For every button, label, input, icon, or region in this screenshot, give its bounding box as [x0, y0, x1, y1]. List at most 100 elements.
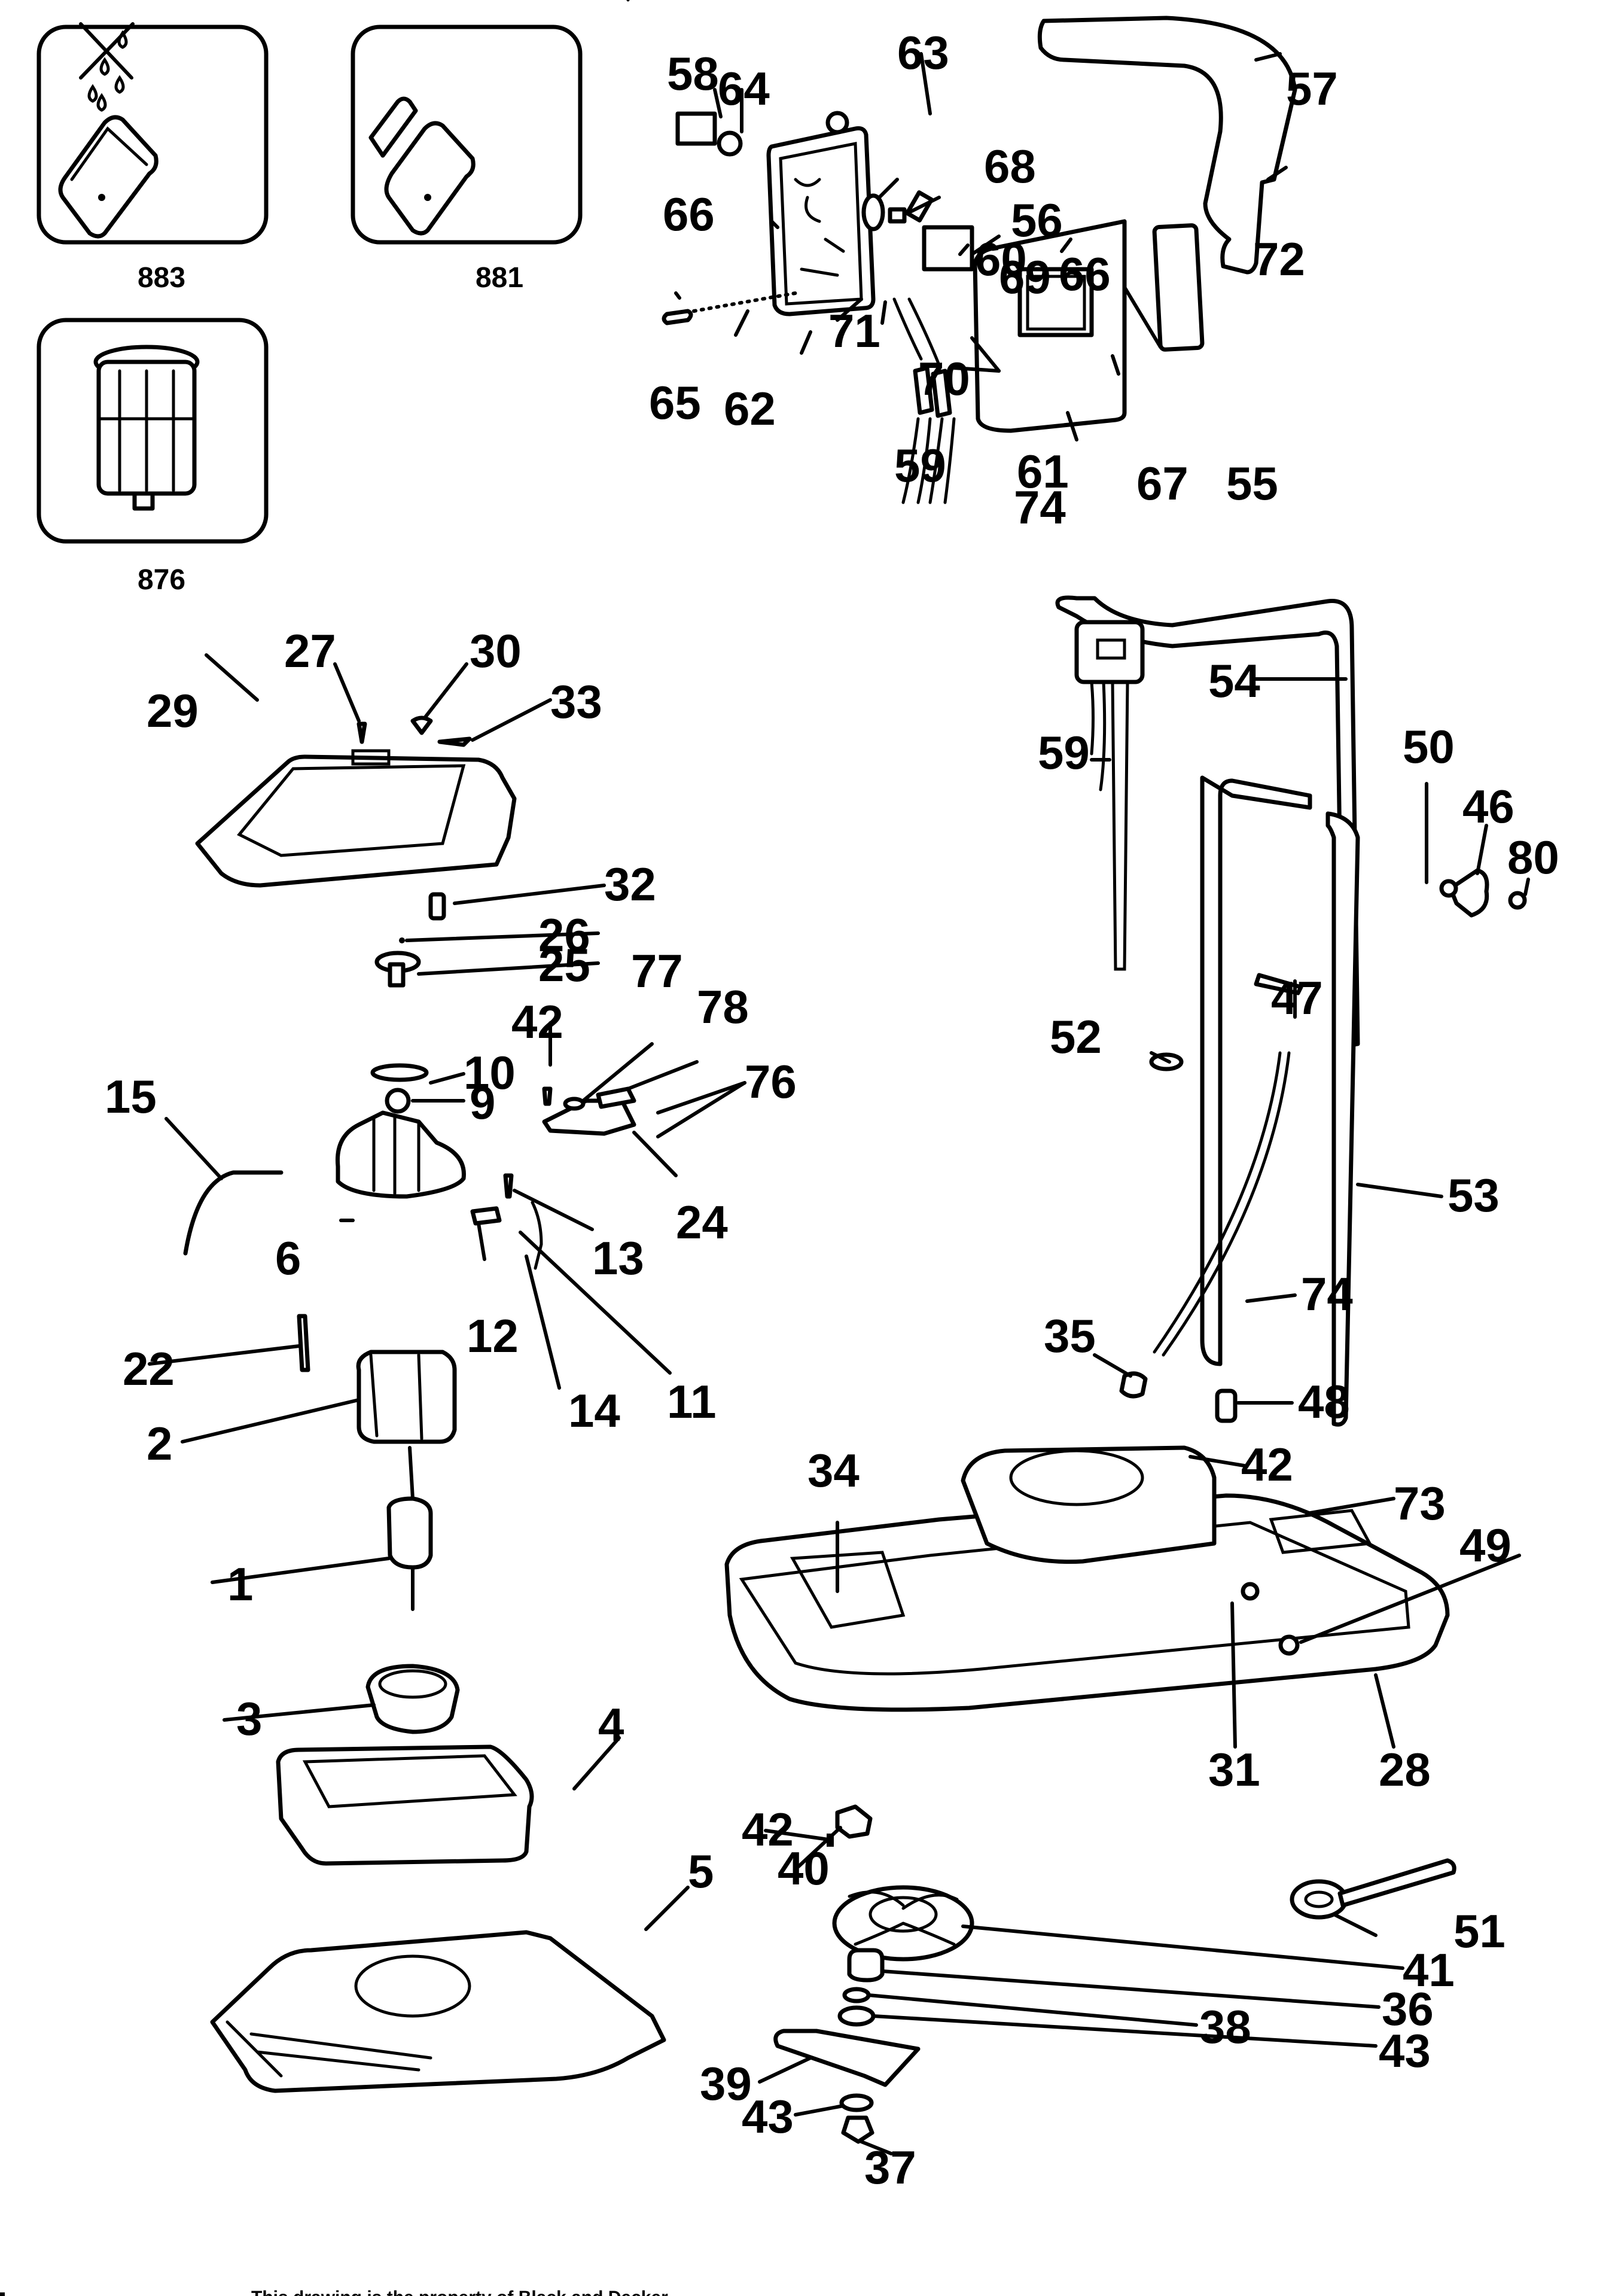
- label-5: 5: [688, 1845, 714, 1898]
- switch-box-assembly: [662, 111, 974, 504]
- label-2: 2: [147, 1417, 172, 1470]
- switch-plate-72: [1152, 223, 1205, 352]
- part-61-sleeve-b: [931, 369, 952, 418]
- icon-code-881: 881: [476, 262, 523, 294]
- label-49: 49: [1459, 1519, 1511, 1572]
- label-46: 46: [1462, 780, 1514, 833]
- label-42-deck: 42: [1241, 1438, 1293, 1491]
- icon-panel-883: [36, 22, 269, 245]
- label-64: 64: [718, 62, 770, 115]
- label-65: 65: [649, 376, 701, 429]
- knob-49: [1278, 1634, 1300, 1656]
- lead-15: [183, 1170, 284, 1256]
- handle-switch-box: [1074, 620, 1145, 684]
- label-67: 67: [1136, 457, 1188, 510]
- ball-9: [385, 1088, 411, 1114]
- bearing-cup-3: [365, 1664, 460, 1734]
- label-3: 3: [236, 1692, 262, 1745]
- brush-holder-6: [335, 1110, 466, 1199]
- label-53: 53: [1447, 1169, 1500, 1222]
- label-59-mid: 59: [1038, 726, 1090, 779]
- spanner-51: [1290, 1858, 1456, 1920]
- nut-40: [835, 1804, 873, 1839]
- label-63: 63: [897, 26, 949, 79]
- label-66-right: 66: [1059, 248, 1111, 300]
- label-61: 61: [1017, 445, 1069, 498]
- bolt-37: [841, 2115, 874, 2144]
- wiring: [892, 297, 941, 367]
- label-14: 14: [568, 1384, 620, 1437]
- label-6: 6: [275, 1232, 301, 1284]
- label-69: 69: [999, 251, 1051, 303]
- part-65: [662, 309, 693, 325]
- label-37: 37: [864, 2141, 916, 2194]
- lower-handle-53: [1325, 811, 1360, 1427]
- label-27: 27: [284, 625, 336, 677]
- fan-housing-4: [276, 1744, 534, 1866]
- bracket-12: [470, 1206, 502, 1226]
- pin-77: [563, 1097, 586, 1111]
- label-31: 31: [1208, 1743, 1260, 1796]
- label-74-mid: 74: [1301, 1268, 1353, 1320]
- nut-80: [1508, 891, 1527, 910]
- label-32: 32: [604, 858, 656, 911]
- label-43-upper: 43: [1379, 2024, 1431, 2077]
- handle-frame: [1055, 595, 1527, 1427]
- cap-stem: [388, 962, 406, 988]
- label-68: 68: [984, 140, 1036, 193]
- mower-deck-28: [724, 1445, 1450, 1712]
- label-51: 51: [1453, 1905, 1506, 1957]
- spacer-36: [847, 1948, 885, 1983]
- corner-mark: [0, 2292, 5, 2296]
- motor-icon: [93, 345, 200, 511]
- label-40: 40: [778, 1842, 830, 1895]
- label-73: [1269, 1509, 1372, 1554]
- label-11: 11: [667, 1375, 716, 1428]
- switch-label-55: [1017, 267, 1094, 337]
- label-33: 33: [550, 675, 602, 728]
- blade-39: [773, 2029, 921, 2087]
- label-13: 13: [592, 1232, 644, 1284]
- washer-10: [370, 1063, 429, 1082]
- spring-14: [531, 1201, 543, 1270]
- part-56: [888, 207, 907, 224]
- part-61-sleeve-a: [913, 366, 934, 415]
- washer-50: [1439, 879, 1458, 898]
- stator-2: [356, 1350, 457, 1444]
- label-77: 77: [631, 945, 683, 997]
- screw-42-upper: [542, 1086, 553, 1106]
- label-59-top: 59: [894, 439, 946, 492]
- label-66-left: 66: [663, 188, 715, 240]
- label-76: 76: [745, 1055, 797, 1108]
- label-60: 60: [975, 233, 1027, 285]
- label-56: 56: [1011, 194, 1063, 246]
- label-12: 12: [467, 1310, 519, 1362]
- label-73: 73: [1394, 1477, 1446, 1530]
- screw-27: [356, 721, 367, 744]
- part-68: [861, 193, 885, 232]
- label-62: 62: [724, 382, 776, 435]
- label-26: 26: [538, 909, 590, 961]
- bolt-31: [1241, 1582, 1260, 1601]
- lower-handle-left: [1200, 775, 1312, 1366]
- footer-copyright: This drawing is the property of Black an…: [251, 2288, 688, 2296]
- icon-code-883: 883: [138, 262, 185, 294]
- label-58: 58: [667, 47, 719, 100]
- label-48: 48: [1298, 1375, 1350, 1428]
- label-80: 80: [1507, 831, 1559, 884]
- icon-panel-876: [36, 318, 269, 544]
- carbon-brush-icon: [58, 115, 159, 239]
- cross-out-icon: [79, 22, 135, 80]
- washer-43-upper: [837, 2005, 876, 2027]
- label-34: [790, 1551, 906, 1629]
- label-42-upper: 42: [511, 995, 563, 1048]
- label-78: 78: [697, 980, 749, 1033]
- part-labels: 58 64 63 66 68 56 60 69 66 72 57 71 70 6…: [105, 26, 1559, 2194]
- bolt-22: [297, 1314, 310, 1372]
- label-22: 22: [123, 1342, 175, 1395]
- lens-33: [437, 736, 472, 747]
- bolt-47: [1254, 973, 1303, 995]
- clip-13: [503, 1173, 514, 1199]
- cable-clip-35: [1119, 1371, 1148, 1399]
